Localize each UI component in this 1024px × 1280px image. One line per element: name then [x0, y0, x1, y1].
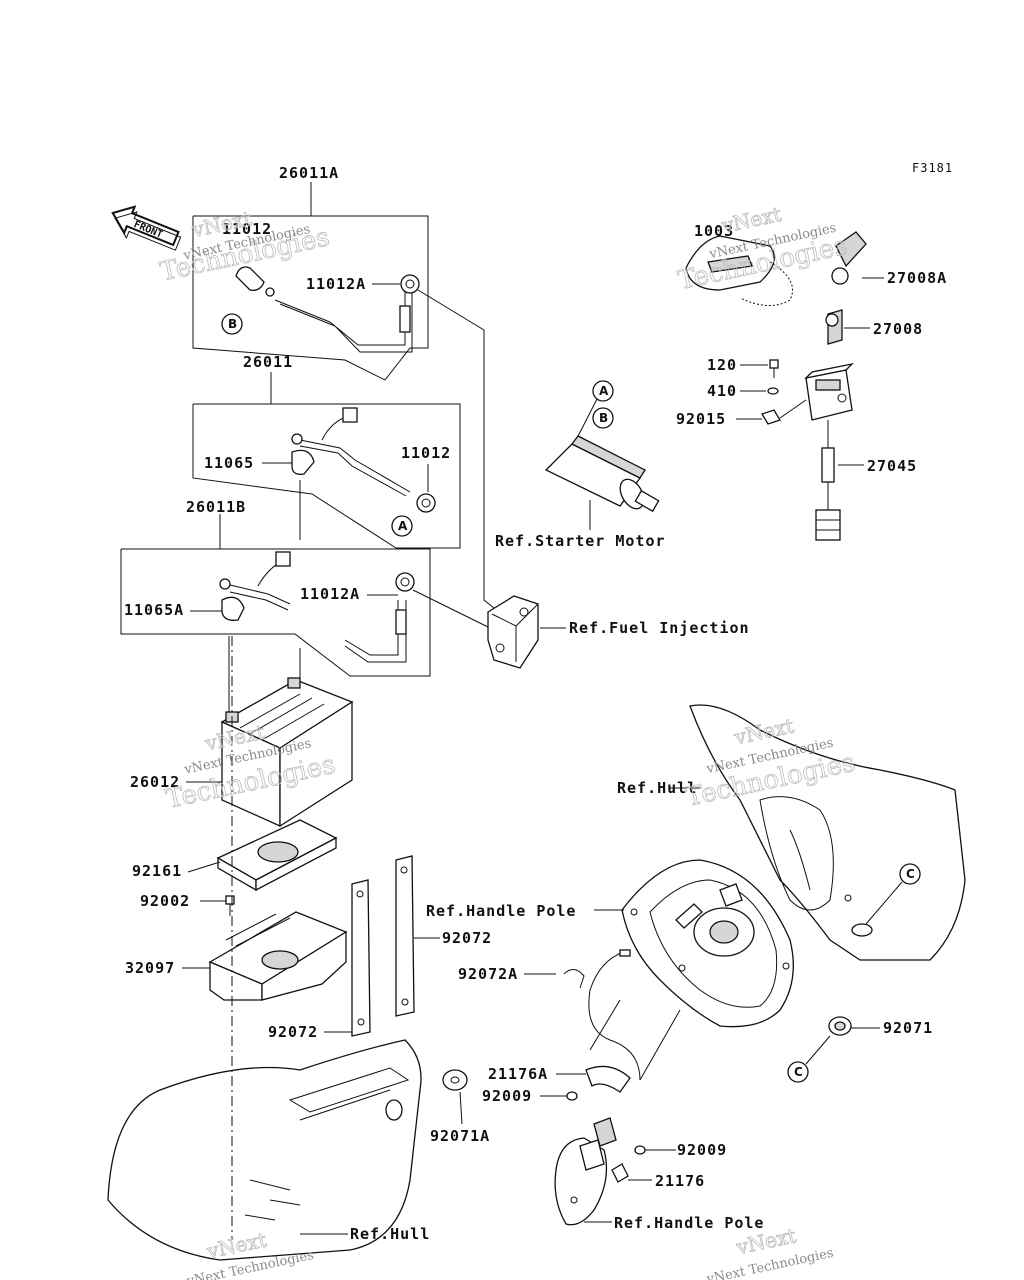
label-32097: 32097: [125, 959, 175, 977]
label-21176: 21176: [655, 1172, 705, 1190]
strap-right: [395, 855, 440, 1017]
marker-a-starter-label: A: [599, 384, 609, 398]
marker-a-starter: [592, 380, 614, 402]
marker-b-starter: [592, 407, 614, 429]
label-11012-mid: 11012: [401, 444, 451, 462]
label-92071A: 92071A: [430, 1127, 490, 1145]
battery-case: [182, 911, 348, 1001]
label-26012: 26012: [130, 773, 180, 791]
marker-c-hull-label: C: [906, 867, 915, 881]
handle-pole-plate: [589, 859, 794, 1081]
marker-c-grommet: [787, 1061, 809, 1083]
ref-starter-motor: Ref.Starter Motor: [495, 532, 666, 550]
label-11012-top: 11012: [222, 220, 272, 238]
marker-c-hull: [899, 863, 921, 885]
label-92161: 92161: [132, 862, 182, 880]
cable-group-26011: A: [192, 372, 461, 549]
marker-b-starter-label: B: [599, 411, 608, 425]
label-92009-b: 92009: [677, 1141, 727, 1159]
label-120: 120: [707, 356, 737, 374]
label-410: 410: [707, 382, 737, 400]
label-92072-right: 92072: [442, 929, 492, 947]
ref-handle-pole-upper: Ref.Handle Pole: [426, 902, 576, 920]
label-11012A-mid: 11012A: [300, 585, 360, 603]
label-27008: 27008: [873, 320, 923, 338]
label-27045: 27045: [867, 457, 917, 475]
front-arrow-icon: FRONT: [111, 205, 182, 251]
marker-b-top-label: B: [228, 317, 237, 331]
label-11012A-top: 11012A: [306, 275, 366, 293]
label-26011B: 26011B: [186, 498, 246, 516]
lanyard-key: [685, 231, 884, 345]
marker-b-top: [221, 313, 243, 335]
label-92009-a: 92009: [482, 1087, 532, 1105]
label-92015: 92015: [676, 410, 726, 428]
label-11065A: 11065A: [124, 601, 184, 619]
stop-switch: [736, 359, 864, 541]
marker-a-mid: [391, 515, 413, 537]
battery-mat: [187, 819, 338, 892]
strap-left: [324, 879, 371, 1037]
starter-motor: A B: [544, 380, 660, 530]
fuel-injection-bracket: [487, 595, 566, 669]
label-92002: 92002: [140, 892, 190, 910]
cable-group-26011B: [120, 514, 491, 677]
terminal-cap-icon: [235, 266, 275, 297]
marker-c-grommet-label: C: [794, 1065, 803, 1079]
ref-handle-pole-lower: Ref.Handle Pole: [614, 1214, 764, 1232]
figure-code: F3181: [912, 161, 953, 175]
handle-pole-lower: [554, 1117, 676, 1226]
ref-hull-right: Ref.Hull: [617, 779, 697, 797]
hull-lower: [107, 636, 468, 1261]
label-1003: 1003: [694, 222, 734, 240]
battery: [186, 636, 354, 828]
speed-sensor-wire: [524, 949, 641, 1101]
label-21176A: 21176A: [488, 1065, 548, 1083]
cable-group-26011A: B: [192, 182, 495, 609]
label-11065: 11065: [204, 454, 254, 472]
hull-upper: C: [670, 704, 966, 961]
label-27008A: 27008A: [887, 269, 947, 287]
label-26011A: 26011A: [279, 164, 339, 182]
bolt-icon: [200, 895, 235, 916]
label-92072-left: 92072: [268, 1023, 318, 1041]
grommet-92071: C: [787, 1016, 880, 1083]
ref-hull-bottom: Ref.Hull: [350, 1225, 430, 1243]
ref-fuel-injection: Ref.Fuel Injection: [569, 619, 750, 637]
marker-a-mid-label: A: [398, 519, 408, 533]
label-26011: 26011: [243, 353, 293, 371]
label-92071: 92071: [883, 1019, 933, 1037]
label-92072A: 92072A: [458, 965, 518, 983]
